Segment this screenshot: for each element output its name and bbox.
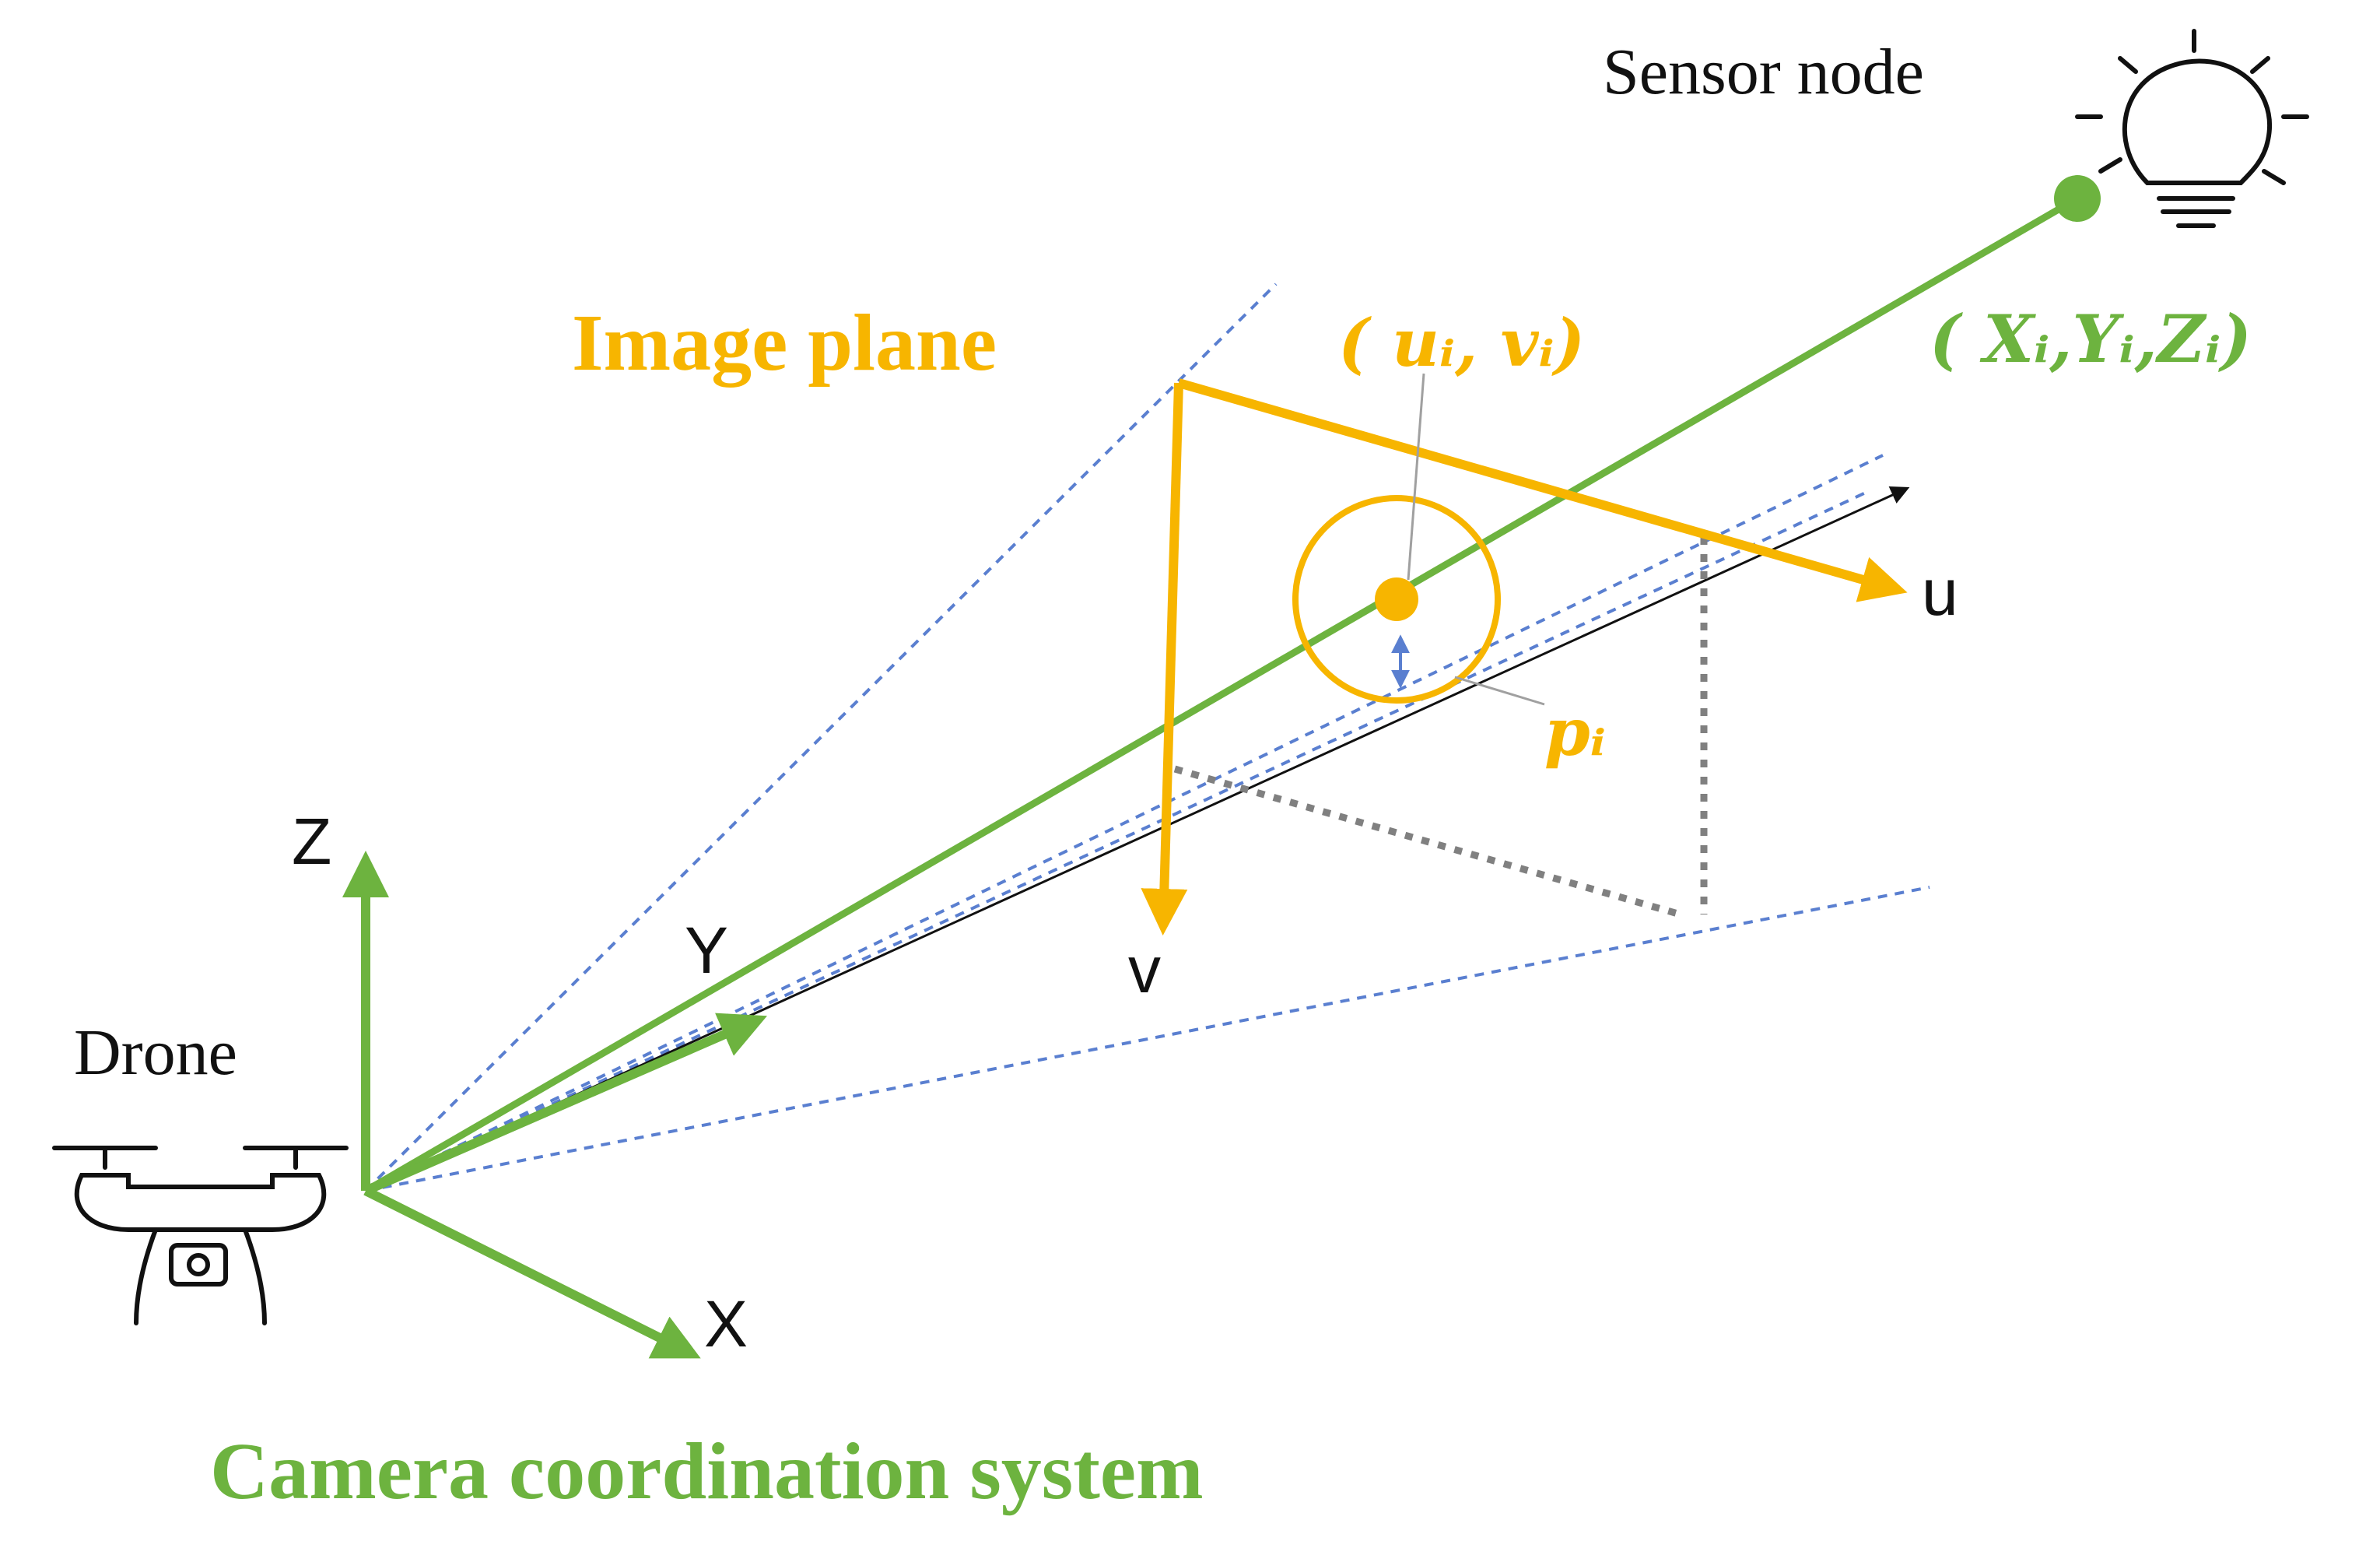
axis-u <box>1177 378 1908 602</box>
sensor-node-label: Sensor node <box>1603 36 1924 108</box>
camera-axes <box>342 851 768 1359</box>
pixel-coordinate-label: ( uᵢ, vᵢ) <box>1338 304 1585 381</box>
guide-horizontal <box>1173 765 1682 918</box>
projection-circle <box>1292 495 1501 704</box>
drone-label: Drone <box>74 1016 237 1089</box>
world-coordinate-label: ( Xᵢ,Yᵢ,Zᵢ) <box>1930 300 2252 377</box>
pixel-leader-line <box>1407 373 1425 581</box>
projected-point <box>1375 577 1418 621</box>
camera-system-label: Camera coordination system <box>210 1427 1204 1516</box>
frustum-line-top <box>364 283 1278 1192</box>
image-plane-label: Image plane <box>572 298 997 388</box>
projection-guides <box>1173 537 1708 918</box>
frustum-line-bottom <box>365 886 1930 1192</box>
image-plane-axes <box>1141 378 1908 935</box>
sensor-node-point <box>2054 175 2101 222</box>
axis-y-label: Y <box>685 914 728 987</box>
frustum-lines <box>364 283 1930 1192</box>
axis-x <box>363 1186 701 1359</box>
axis-u-label: u <box>1922 556 1958 629</box>
axis-v-label: v <box>1128 933 1161 1006</box>
frustum-line-upper <box>365 454 1884 1192</box>
axis-y <box>363 1013 768 1195</box>
frustum-line-middle <box>365 490 1868 1192</box>
axis-x-label: X <box>704 1287 748 1360</box>
axis-v <box>1141 382 1188 935</box>
sensor-ray <box>363 195 2080 1194</box>
projection-error-label: pᵢ <box>1544 693 1606 770</box>
error-leader-line <box>1454 676 1545 706</box>
light-bulb-icon <box>2075 29 2309 228</box>
drone-icon <box>52 1146 349 1325</box>
axis-z-label: Z <box>292 805 331 878</box>
optical-axis <box>365 486 1910 1192</box>
